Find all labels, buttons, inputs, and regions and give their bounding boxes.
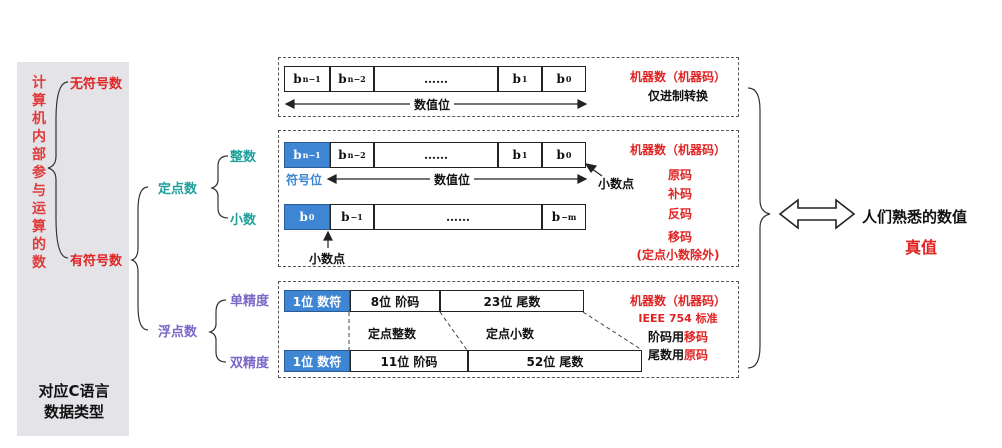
signed-label: 有符号数 bbox=[70, 254, 123, 269]
mantissa-field-cell: 52位 尾数 bbox=[468, 350, 642, 372]
float-note-title: 机器数（机器码） bbox=[629, 294, 726, 308]
float-note-standard: IEEE 754 标准 bbox=[638, 312, 718, 325]
vertical-title-char: 数 bbox=[32, 255, 46, 271]
exp-code: 移码 bbox=[684, 330, 709, 344]
vertical-title-char: 算 bbox=[32, 93, 46, 109]
vertical-title-char: 的 bbox=[32, 237, 46, 253]
value-bits-label: 数值位 bbox=[430, 171, 475, 188]
bit-cell: b−1 bbox=[330, 204, 374, 230]
man-code: 原码 bbox=[684, 348, 709, 362]
exponent-field-cell: 11位 阶码 bbox=[350, 350, 468, 372]
unsigned-note-title: 机器数（机器码） bbox=[629, 70, 726, 84]
bit-cell: …… bbox=[374, 66, 498, 92]
vertical-title-char: 与 bbox=[32, 183, 46, 199]
footer-c-types: 对应C语言 数据类型 bbox=[24, 381, 124, 423]
float-note-exponent: 阶码用移码 bbox=[623, 328, 733, 345]
fixed-note-title: 机器数（机器码） bbox=[629, 143, 726, 157]
vertical-title-char: 计 bbox=[32, 75, 46, 91]
footer-line-2: 数据类型 bbox=[43, 403, 104, 421]
code-exception-note: (定点小数除外) bbox=[636, 248, 720, 262]
vertical-title-char: 部 bbox=[32, 147, 46, 163]
brace-top-level bbox=[47, 81, 69, 259]
double-precision-label: 双精度 bbox=[230, 356, 270, 371]
decimal-point-label: 小数点 bbox=[598, 177, 635, 191]
unsigned-note-sub: 仅进制转换 bbox=[647, 89, 708, 103]
fraction-label: 小数 bbox=[230, 213, 257, 228]
brace-fixed bbox=[210, 155, 229, 219]
sign-field-cell: 1位 数符 bbox=[284, 350, 350, 372]
code-sign-magnitude: 原码 bbox=[667, 168, 692, 182]
mantissa-field-cell: 23位 尾数 bbox=[440, 290, 584, 312]
code-excess: 移码 bbox=[667, 230, 692, 244]
unsigned-label: 无符号数 bbox=[70, 77, 123, 92]
fixed-point-box bbox=[278, 130, 739, 267]
vertical-title: 计算机内部参与运算的数 bbox=[29, 74, 49, 272]
exponent-field-cell: 8位 阶码 bbox=[350, 290, 440, 312]
floating-point-box bbox=[278, 281, 739, 378]
human-values-label: 人们熟悉的数值 bbox=[862, 208, 968, 226]
code-ones-complement: 反码 bbox=[667, 207, 692, 221]
fixed-point-label: 定点数 bbox=[158, 182, 198, 197]
sign-field-cell: 1位 数符 bbox=[284, 290, 350, 312]
vertical-title-char: 内 bbox=[32, 129, 46, 145]
fixed-integer-label: 定点整数 bbox=[368, 327, 417, 341]
code-twos-complement: 补码 bbox=[667, 187, 692, 201]
decimal-point-label: 小数点 bbox=[309, 252, 346, 266]
value-bits-label: 数值位 bbox=[410, 96, 455, 113]
footer-line-1: 对应C语言 bbox=[38, 382, 110, 400]
vertical-title-char: 参 bbox=[32, 165, 46, 181]
floating-point-label: 浮点数 bbox=[158, 325, 198, 340]
vertical-title-char: 算 bbox=[32, 219, 46, 235]
bit-cell: …… bbox=[374, 204, 542, 230]
true-value-label: 真值 bbox=[905, 238, 938, 257]
bit-cell: b−m bbox=[542, 204, 586, 230]
man-prefix: 尾数用 bbox=[647, 348, 684, 362]
unsigned-box bbox=[278, 57, 739, 117]
brace-float bbox=[208, 299, 227, 363]
single-precision-label: 单精度 bbox=[230, 294, 270, 309]
brace-right bbox=[747, 87, 771, 369]
vertical-title-char: 运 bbox=[32, 201, 46, 217]
vertical-title-char: 机 bbox=[32, 111, 46, 127]
bit-cell: …… bbox=[374, 142, 498, 168]
left-panel bbox=[17, 62, 129, 436]
float-note-mantissa: 尾数用原码 bbox=[623, 346, 733, 363]
brace-signed bbox=[130, 186, 149, 331]
integer-label: 整数 bbox=[230, 150, 257, 165]
exp-prefix: 阶码用 bbox=[647, 330, 684, 344]
fixed-fraction-label: 定点小数 bbox=[486, 327, 535, 341]
sign-bit-label: 符号位 bbox=[286, 173, 323, 187]
